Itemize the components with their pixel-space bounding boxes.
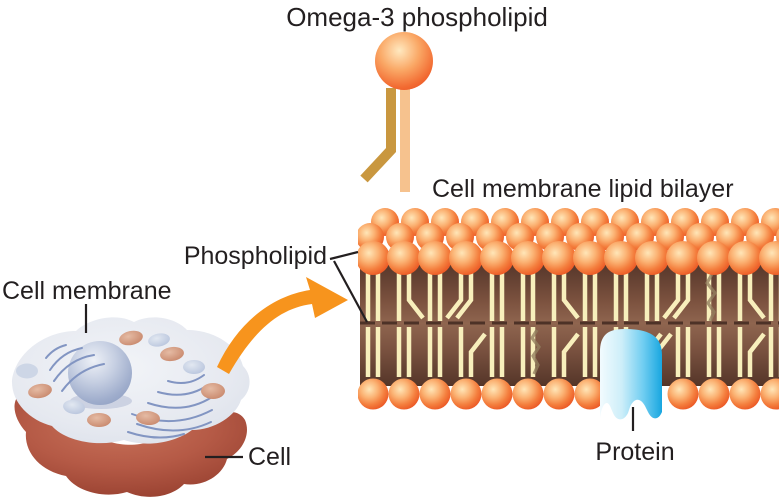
label-phospholipid: Phospholipid	[184, 242, 327, 270]
lipid-tail-bent	[445, 273, 464, 320]
lipid-bilayer-illustration	[358, 208, 779, 420]
lipid-head-sphere	[450, 378, 482, 410]
lipid-head-sphere	[574, 378, 606, 410]
zigzag-tail-lower	[530, 329, 541, 375]
lipid-tail-bent	[561, 273, 580, 320]
organelle-blue	[148, 333, 170, 347]
lipid-head-sphere	[481, 378, 513, 410]
zoom-arrow	[217, 277, 348, 374]
lipid-head-sphere	[388, 378, 420, 410]
omega3-head-sphere	[375, 32, 433, 90]
lipid-head-sphere	[728, 241, 762, 275]
lipid-head-sphere	[418, 241, 452, 275]
lipid-tail-bent	[747, 332, 766, 377]
lipid-head-sphere	[697, 241, 731, 275]
lipid-tail-bent	[672, 273, 691, 320]
lipid-head-sphere	[543, 378, 575, 410]
organelle-pink	[136, 410, 160, 426]
lipid-head-sphere	[511, 241, 545, 275]
lipid-tail-bent	[662, 273, 681, 320]
lipid-head-sphere	[760, 378, 779, 410]
organelle-pink	[160, 346, 184, 362]
endoplasmic-reticulum	[45, 344, 213, 439]
organelle-blue	[183, 360, 205, 374]
lipid-head-sphere	[698, 378, 730, 410]
label-cell-membrane-lipid-bilayer: Cell membrane lipid bilayer	[432, 175, 734, 203]
lipid-head-sphere	[542, 241, 576, 275]
label-cell-membrane: Cell membrane	[2, 277, 172, 305]
lipid-head-sphere	[358, 378, 389, 410]
membrane-interior	[360, 256, 779, 386]
lipid-head-sphere	[759, 241, 779, 275]
organelle-pink	[201, 383, 225, 399]
organelle-blue	[63, 399, 85, 415]
zigzag-tail-upper	[705, 273, 717, 322]
lipid-tail-bent	[406, 273, 425, 320]
lipid-head-sphere	[729, 378, 761, 410]
organelle-pink	[119, 330, 143, 346]
phospholipid-pointer-tail	[333, 260, 368, 323]
organelles	[16, 330, 225, 427]
lipid-head-sphere	[419, 378, 451, 410]
lipid-head-sphere	[449, 241, 483, 275]
lipid-tail-bent	[561, 332, 580, 377]
omega3-phospholipid-illustration	[360, 32, 433, 192]
omega3-bent-tail	[360, 88, 396, 183]
lipid-head-sphere	[604, 241, 638, 275]
vacuole	[16, 363, 38, 379]
label-protein: Protein	[595, 438, 674, 466]
phospholipid-pointer-head	[329, 250, 359, 261]
pointer-lines	[84, 250, 635, 459]
cell-illustration	[11, 317, 250, 497]
lipid-head-sphere	[573, 241, 607, 275]
lipid-tail-bent	[455, 273, 474, 320]
omega3-straight-tail	[400, 84, 410, 192]
label-omega3-phospholipid: Omega-3 phospholipid	[286, 2, 548, 32]
organelle-pink	[87, 413, 111, 427]
cell-body	[14, 396, 247, 497]
membrane-protein	[600, 329, 662, 420]
lipid-head-sphere	[480, 241, 514, 275]
lipid-head-sphere	[635, 241, 669, 275]
lipid-head-sphere	[387, 241, 421, 275]
lipid-tail-bent	[747, 273, 766, 320]
label-cell: Cell	[248, 443, 291, 471]
lipid-head-sphere	[666, 241, 700, 275]
lipid-head-sphere	[512, 378, 544, 410]
nucleus	[68, 341, 132, 405]
organelle-pink	[28, 383, 52, 399]
lipid-head-sphere	[358, 241, 390, 275]
top-lipid-heads-rows	[358, 208, 779, 275]
lipid-head-sphere	[667, 378, 699, 410]
lipid-tail-bent	[468, 332, 487, 377]
bottom-lipid-heads-row	[358, 378, 779, 410]
